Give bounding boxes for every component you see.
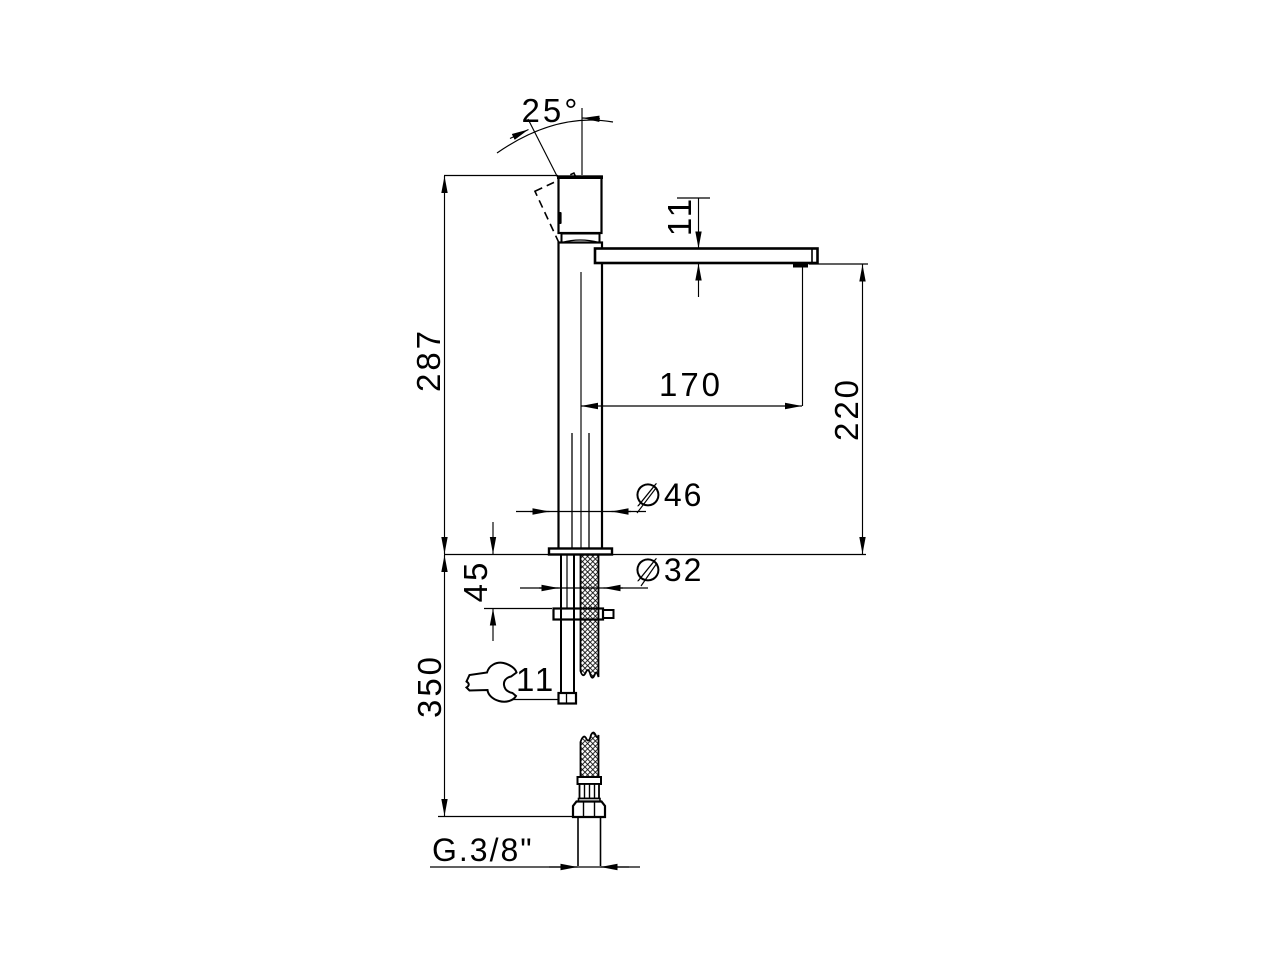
- wrench-icon: [464, 661, 518, 703]
- flex-hose-lower: [579, 731, 600, 778]
- label-shank-diameter: ∅32: [634, 552, 703, 588]
- label-body-height: 287: [410, 328, 447, 392]
- hose-crimp-fitting: [576, 776, 602, 804]
- handle-pin: [557, 212, 562, 224]
- wrench-callout: [464, 661, 559, 703]
- mounting-nut-tab: [602, 609, 615, 619]
- dimension-lines: [430, 108, 868, 871]
- hose-hex-nut: [571, 800, 607, 819]
- label-handle-angle: 25°: [522, 92, 581, 129]
- label-wrench-size: 11: [516, 661, 556, 698]
- tie-rod-square-end: [557, 691, 578, 705]
- faucet-body: [557, 241, 604, 551]
- dim-body-height: [441, 174, 558, 554]
- label-base-diameter: ∅46: [634, 477, 703, 513]
- dim-outlet-height: [809, 263, 868, 554]
- dim-hose-length: [438, 555, 573, 818]
- label-spout-reach: 170: [659, 366, 723, 403]
- dim-spout-thickness: [677, 197, 710, 297]
- label-outlet-height: 220: [828, 377, 865, 441]
- handle: [557, 175, 603, 235]
- dim-base-diameter: [516, 487, 657, 515]
- label-hose-length: 350: [411, 654, 448, 718]
- label-thread: G.3/8": [432, 832, 534, 868]
- dim-spout-reach: [580, 267, 804, 548]
- label-spout-thickness: 11: [661, 196, 698, 236]
- label-deck-thickness: 45: [457, 560, 494, 603]
- aerator: [793, 263, 808, 268]
- faucet-structure: [444, 172, 866, 866]
- spout: [593, 247, 819, 265]
- dim-shank-diameter: [520, 562, 658, 592]
- dim-handle-angle: [496, 108, 614, 179]
- dim-deck-thickness: [484, 522, 552, 641]
- flex-hose-upper: [579, 553, 600, 679]
